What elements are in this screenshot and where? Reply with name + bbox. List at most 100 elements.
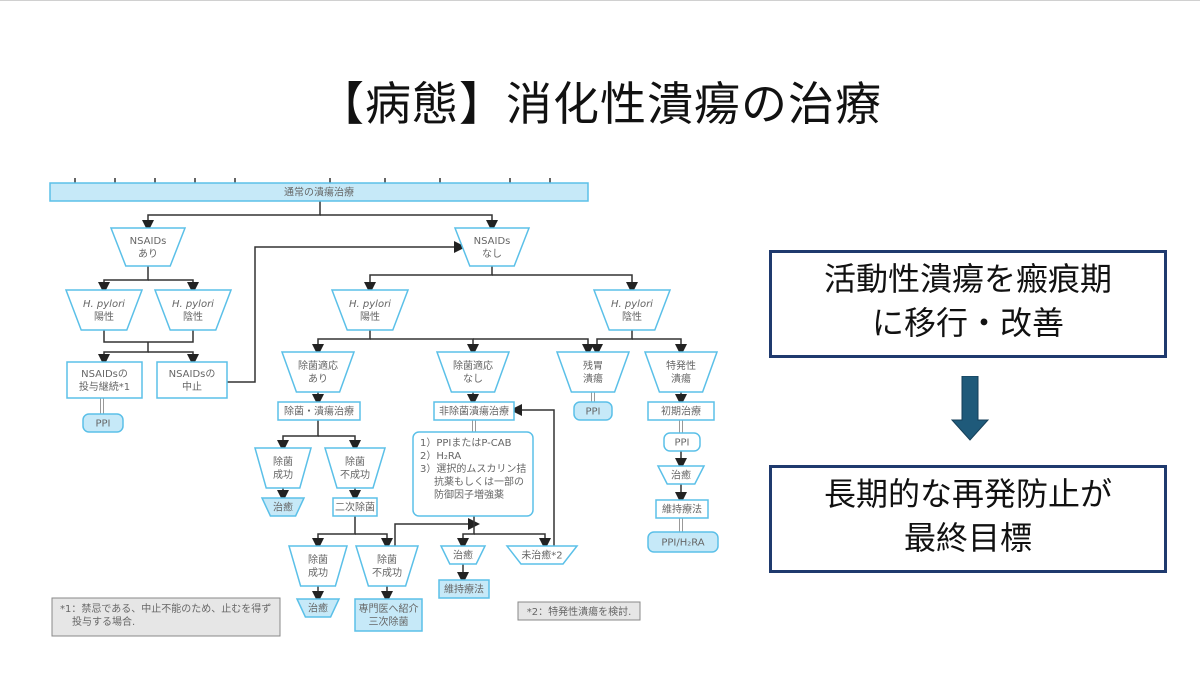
down-arrow-icon xyxy=(950,376,990,441)
double-connector xyxy=(591,392,595,402)
summary-box2-line2: 最終目標 xyxy=(903,519,1032,557)
ppi-residual-node xyxy=(573,401,613,421)
connector-line xyxy=(394,518,480,546)
maintenance-2-node xyxy=(655,499,709,519)
nsaids-no-node xyxy=(453,227,531,267)
hp-negative-left-node xyxy=(153,289,233,331)
connector-line xyxy=(98,266,149,294)
eradication-fail-2-node-text: 除菌 xyxy=(377,553,397,566)
connector-line xyxy=(474,533,551,550)
connector-line xyxy=(312,516,356,550)
hp-positive-left-node xyxy=(64,289,144,331)
healed-1-node xyxy=(260,497,306,517)
eradication-ulcer-treatment-node xyxy=(277,401,361,421)
hp-negative-left-node-text: 陰性 xyxy=(183,310,203,323)
double-connector xyxy=(679,518,683,532)
double-connector xyxy=(100,398,104,414)
connector-line xyxy=(103,330,194,343)
healed-4-node xyxy=(656,465,706,485)
slide-title: 【病態】消化性潰瘍の治療 xyxy=(318,77,882,131)
eradication-success-2-node-text: 成功 xyxy=(308,567,328,579)
eradication-success-1-node-text: 成功 xyxy=(273,469,293,481)
connector-line xyxy=(148,351,199,366)
hp-positive-right-node-text: 陽性 xyxy=(360,310,380,323)
summary-box1-line2: に移行・改善 xyxy=(871,304,1064,342)
connector-line xyxy=(492,274,638,294)
footnote-1-box xyxy=(51,597,281,637)
connector-line xyxy=(355,533,393,550)
hp-negative-left-node-text: H. pylori xyxy=(172,299,214,310)
eradication-fail-2-node-text: 不成功 xyxy=(372,567,402,579)
ppi-left-node xyxy=(82,413,124,433)
nsaids-yes-node-text: NSAIDs xyxy=(130,236,167,247)
nsaids-stop-node xyxy=(156,361,228,399)
eradication-fail-1-node-text: 除菌 xyxy=(345,455,365,468)
eradication-fail-1-node-text: 不成功 xyxy=(340,469,370,481)
eradication-fail-1-node xyxy=(323,447,387,489)
eradication-success-1-node-text: 除菌 xyxy=(273,455,293,468)
connector-line xyxy=(591,330,633,356)
nsaids-yes-node xyxy=(109,227,187,267)
residual-stomach-ulcer-node-text: 潰瘍 xyxy=(583,372,603,385)
non-eradication-treatment-node-text: 非除菌潰瘍治療 xyxy=(439,405,509,418)
footnote-2-text: *2：特発性潰瘍を検討. xyxy=(527,605,632,618)
footnote-1-text: *1：禁忌である、中止不能のため、止むを得ず xyxy=(60,602,271,615)
drug-option-text: 抗薬もしくは一部の xyxy=(434,475,524,488)
footnote-1-text: 投与する場合. xyxy=(72,615,135,628)
ppi-idiopathic-node-text: PPI xyxy=(674,438,689,449)
connector-line xyxy=(98,342,149,366)
connector-line xyxy=(364,266,493,294)
hp-negative-right-node-text: H. pylori xyxy=(611,299,653,310)
eradication-indicated-node-text: 除菌適応 xyxy=(298,359,338,372)
second-eradication-node xyxy=(332,497,378,517)
healed-2-node-text: 治癒 xyxy=(308,602,328,615)
healed-4-node-text: 治癒 xyxy=(671,469,691,482)
eradication-indicated-node xyxy=(280,351,356,393)
ppi-left-node-text: PPI xyxy=(95,419,110,430)
hp-positive-left-node-text: 陽性 xyxy=(94,310,114,323)
connector-line xyxy=(318,435,361,452)
referral-third-eradication-node-text: 三次除菌 xyxy=(369,615,409,628)
eradication-fail-2-node xyxy=(354,545,420,587)
hp-positive-right-node-text: H. pylori xyxy=(349,299,391,310)
nsaids-no-node-text: なし xyxy=(482,248,502,260)
nsaids-yes-node-text: あり xyxy=(138,248,158,260)
top-border xyxy=(0,0,1200,1)
healed-1-node-text: 治癒 xyxy=(273,501,293,514)
idiopathic-ulcer-node xyxy=(643,351,719,393)
ppi-idiopathic-node xyxy=(663,432,701,452)
residual-stomach-ulcer-node-text: 残胃 xyxy=(583,359,603,372)
non-eradication-treatment-node xyxy=(433,401,515,421)
maintenance-1-node xyxy=(438,579,490,599)
hp-negative-right-node xyxy=(592,289,672,331)
ppi-h2ra-node-text: PPI/H₂RA xyxy=(661,538,704,549)
connector-line xyxy=(320,214,498,232)
nsaids-continue-node-text: 投与継続*1 xyxy=(79,380,130,393)
drug-options-box xyxy=(412,431,534,517)
nsaids-stop-node-text: NSAIDsの xyxy=(169,369,216,380)
healed-2-node xyxy=(295,598,341,618)
eradication-indicated-node-text: あり xyxy=(308,373,328,385)
double-connector xyxy=(472,420,476,432)
drug-option-text: 防御因子増強薬 xyxy=(434,488,504,501)
eradication-ulcer-treatment-node-text: 除菌・潰瘍治療 xyxy=(284,405,354,418)
summary-box2-line1: 長期的な再発防止が xyxy=(823,475,1112,513)
eradication-not-indicated-node-text: なし xyxy=(463,373,483,385)
connector-line xyxy=(227,241,466,383)
double-connector xyxy=(679,420,683,433)
hp-positive-right-node xyxy=(330,289,410,331)
referral-third-eradication-node-text: 専門医へ紹介 xyxy=(359,602,419,615)
summary-box1-line1: 活動性潰瘍を瘢痕期 xyxy=(823,260,1112,298)
healed-3-node-text: 治癒 xyxy=(453,549,473,562)
eradication-success-1-node xyxy=(254,447,312,489)
connector-line xyxy=(457,516,475,550)
nsaids-continue-node xyxy=(66,361,143,399)
usual-ulcer-treatment-bar-text: 通常の潰瘍治療 xyxy=(284,186,354,199)
idiopathic-ulcer-node-text: 特発性 xyxy=(666,359,696,372)
footnote-2-box xyxy=(517,601,641,621)
initial-treatment-node-text: 初期治療 xyxy=(661,405,701,418)
hp-negative-right-node-text: 陰性 xyxy=(622,310,642,323)
healed-3-node xyxy=(439,545,487,565)
drug-option-text: 2）H₂RA xyxy=(420,450,461,462)
